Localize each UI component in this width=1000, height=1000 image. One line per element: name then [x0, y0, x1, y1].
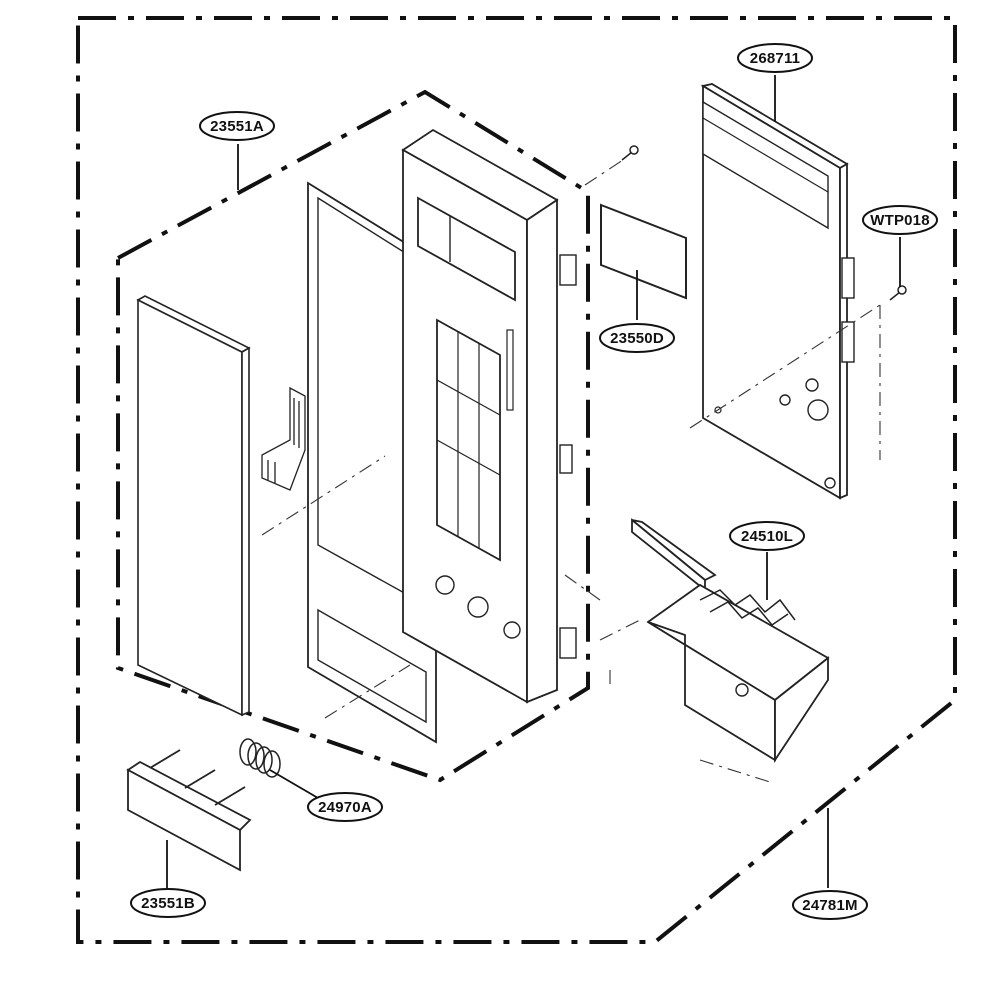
callout-23551B: 23551B: [130, 888, 206, 918]
spring: [239, 738, 281, 778]
screw-wtp018: [889, 285, 907, 301]
part-number-label: 24970A: [318, 799, 372, 816]
callout-268711: 268711: [737, 43, 813, 73]
part-number-label: 23551A: [210, 118, 264, 135]
alignment-lines: [261, 157, 881, 783]
pcb-board: [700, 83, 855, 500]
callout-24510L: 24510L: [729, 521, 805, 551]
inner-subassembly-boundary: [116, 89, 590, 783]
ribbon-cable: [261, 386, 306, 491]
callout-24970A: 24970A: [307, 792, 383, 822]
part-number-label: 24781M: [802, 897, 857, 914]
part-number-label: 23551B: [141, 895, 195, 912]
callout-23551A: 23551A: [199, 111, 275, 141]
screw-top: [621, 145, 639, 161]
callout-WTP018: WTP018: [862, 205, 938, 235]
part-number-label: 23550D: [610, 330, 664, 347]
part-number-label: WTP018: [870, 212, 930, 229]
front-glass-panel: [136, 295, 251, 717]
label-sticker: [600, 203, 687, 300]
control-panel-housing: [401, 128, 577, 704]
callout-23550D: 23550D: [599, 323, 675, 353]
outer-assembly-boundary: [76, 16, 957, 944]
door-button: [126, 749, 252, 872]
part-number-label: 24510L: [741, 528, 793, 545]
callout-24781M: 24781M: [792, 890, 868, 920]
latch-assembly: [631, 518, 830, 763]
part-number-label: 268711: [750, 50, 800, 67]
